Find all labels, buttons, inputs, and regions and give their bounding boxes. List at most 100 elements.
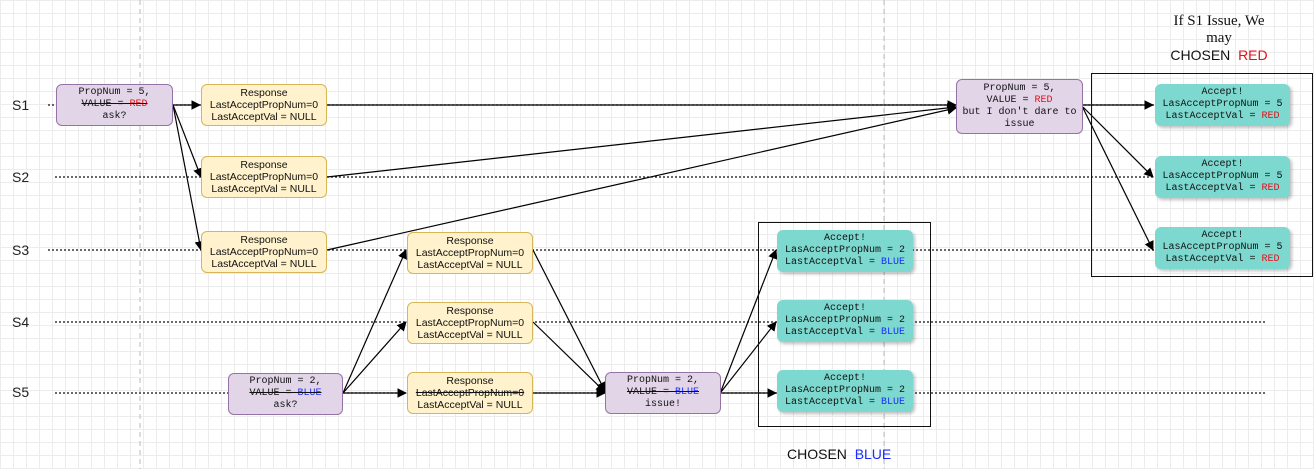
node-line-value: VALUE = RED: [986, 94, 1053, 106]
node-line: issue!: [644, 399, 681, 410]
chosen-blue-frame: [758, 222, 931, 427]
node-line: Accept!: [823, 303, 866, 314]
chosen-red-frame: [1091, 73, 1313, 277]
s2-response-node[interactable]: Response LastAcceptPropNum=0 LastAcceptV…: [201, 156, 327, 198]
chosen-red-prefix: CHOSEN: [1170, 47, 1231, 63]
node-line: PropNum = 2,: [249, 376, 322, 387]
s1-accept-red-node[interactable]: Accept! LasAcceptPropNum = 5 LastAcceptV…: [1155, 84, 1290, 126]
node-line-value: LastAcceptVal = BLUE: [784, 327, 906, 338]
node-line: Response: [240, 87, 288, 99]
note-line-chosen: CHOSEN RED: [1144, 47, 1294, 64]
s3-response-node[interactable]: Response LastAcceptPropNum=0 LastAcceptV…: [201, 231, 327, 273]
s3-accept-red-node[interactable]: Accept! LasAcceptPropNum = 5 LastAcceptV…: [1155, 227, 1290, 269]
arrow-s5-prepare-to-s4-response: [342, 321, 407, 394]
s2-accept-red-node[interactable]: Accept! LasAcceptPropNum = 5 LastAcceptV…: [1155, 156, 1290, 198]
node-line-value-text: VALUE = BLUE: [249, 388, 322, 399]
node-line: LastAcceptPropNum=0: [209, 171, 319, 183]
node-line: LastAcceptVal = NULL: [211, 183, 317, 195]
arrow-s3-response-to-issue: [326, 105, 957, 251]
arrow-s5-prepare-to-s3-response: [342, 249, 407, 394]
arrow-issue-to-s2-accept: [1082, 106, 1154, 178]
arrow-s1-prepare-to-s2-response: [172, 104, 203, 178]
arrow-s4-response-to-issue: [532, 321, 606, 393]
chosen-blue-caption: CHOSEN BLUE: [787, 446, 891, 462]
node-line: Accept!: [823, 233, 866, 244]
s3-accept-blue-node[interactable]: Accept! LasAcceptPropNum = 2 LastAcceptV…: [777, 230, 913, 272]
node-line: LasAcceptPropNum = 2: [784, 245, 906, 256]
node-line-value: LastAcceptVal = RED: [1165, 183, 1280, 194]
s3-response-blue-node[interactable]: Response LastAcceptPropNum=0 LastAcceptV…: [407, 232, 533, 274]
node-line: Response: [240, 159, 288, 171]
s1-response-node[interactable]: Response LastAcceptPropNum=0 LastAcceptV…: [201, 84, 327, 126]
node-line-value-text: VALUE = BLUE: [626, 387, 700, 398]
blue-value-text: BLUE: [881, 327, 906, 338]
s5-prepare-node[interactable]: PropNum = 2, VALUE = BLUE ask?: [228, 373, 343, 415]
node-line: LasAcceptPropNum = 5: [1162, 99, 1283, 110]
arrow-issue-to-s4-accept: [720, 321, 777, 393]
node-line: PropNum = 2,: [626, 375, 699, 386]
blue-value-text: BLUE: [297, 388, 322, 399]
node-line: LastAcceptPropNum=0: [209, 246, 319, 258]
lane-label-s5: S5: [12, 384, 30, 400]
node-line: Response: [446, 305, 494, 317]
node-line: Accept!: [1201, 159, 1244, 170]
node-line-value: LastAcceptVal = RED: [1165, 111, 1280, 122]
node-line: LastAcceptVal = NULL: [211, 111, 317, 123]
node-line-value: LastAcceptVal = RED: [1165, 254, 1280, 265]
node-line: but I don't dare to: [962, 106, 1077, 118]
node-line: Accept!: [823, 373, 866, 384]
node-line: LasAcceptPropNum = 5: [1162, 242, 1283, 253]
arrow-issue-to-s3-accept-blue: [720, 249, 778, 392]
node-line: LastAcceptVal = NULL: [417, 329, 523, 341]
red-value-text: RED: [1261, 111, 1280, 122]
node-line: PropNum = 5,: [983, 82, 1056, 94]
arrow-s2-response-to-issue: [326, 103, 957, 178]
node-line: Response: [446, 375, 494, 387]
s1-issue-node[interactable]: PropNum = 5, VALUE = RED but I don't dar…: [956, 79, 1083, 134]
blue-value-text: BLUE: [675, 387, 700, 398]
node-line-value: LastAcceptVal = BLUE: [784, 397, 906, 408]
node-line: Accept!: [1201, 230, 1244, 241]
node-line: Response: [240, 234, 288, 246]
chosen-blue-prefix: CHOSEN: [787, 446, 847, 462]
node-line: Response: [446, 235, 494, 247]
arrow-s3-response-b-to-issue: [532, 249, 606, 392]
node-line: LasAcceptPropNum = 5: [1162, 171, 1283, 182]
lane-label-s4: S4: [12, 314, 30, 330]
note-line: may: [1206, 30, 1232, 46]
arrow-s1-prepare-to-s3-response: [172, 104, 205, 251]
node-line: LasAcceptPropNum = 2: [784, 385, 906, 396]
node-line-value: LastAcceptVal = BLUE: [784, 257, 906, 268]
node-line: LastAcceptPropNum=0: [209, 99, 319, 111]
node-line: LastAcceptVal = NULL: [417, 399, 523, 411]
node-line: ask?: [273, 400, 298, 411]
lane-label-s2: S2: [12, 169, 30, 185]
s5-issue-node[interactable]: PropNum = 2, VALUE = BLUE issue!: [605, 372, 721, 414]
s1-prepare-node[interactable]: PropNum = 5, VALUE = RED ask?: [56, 84, 173, 126]
red-value-text: RED: [1034, 94, 1053, 106]
s5-accept-blue-node[interactable]: Accept! LasAcceptPropNum = 2 LastAcceptV…: [777, 370, 913, 412]
node-line-value: VALUE = BLUE: [249, 388, 321, 400]
node-line: LastAcceptPropNum=0: [415, 387, 525, 399]
lane-label-s1: S1: [12, 97, 30, 113]
s5-response-blue-node[interactable]: Response LastAcceptPropNum=0 LastAcceptV…: [407, 372, 533, 414]
red-value-text: RED: [1261, 183, 1280, 194]
blue-value-text: BLUE: [881, 257, 906, 268]
node-line: issue: [1004, 118, 1035, 130]
node-line-value: VALUE = BLUE: [627, 387, 699, 399]
node-line: LastAcceptVal = NULL: [211, 258, 317, 270]
node-line: PropNum = 5,: [78, 87, 151, 98]
node-line: ask?: [102, 111, 127, 122]
s4-accept-blue-node[interactable]: Accept! LasAcceptPropNum = 2 LastAcceptV…: [777, 300, 913, 342]
note-line: If S1 Issue, We: [1173, 13, 1265, 29]
chosen-red-note: If S1 Issue, We may CHOSEN RED: [1144, 13, 1294, 64]
arrow-issue-to-s3-accept: [1082, 107, 1154, 251]
s4-response-blue-node[interactable]: Response LastAcceptPropNum=0 LastAcceptV…: [407, 302, 533, 344]
node-line-value-text: VALUE = RED: [81, 99, 148, 110]
blue-value-text: BLUE: [881, 397, 906, 408]
node-line: Accept!: [1201, 87, 1244, 98]
red-value-text: RED: [1261, 254, 1280, 265]
node-line: LastAcceptVal = NULL: [417, 259, 523, 271]
node-line: LastAcceptPropNum=0: [415, 247, 525, 259]
red-value-text: RED: [129, 99, 148, 110]
